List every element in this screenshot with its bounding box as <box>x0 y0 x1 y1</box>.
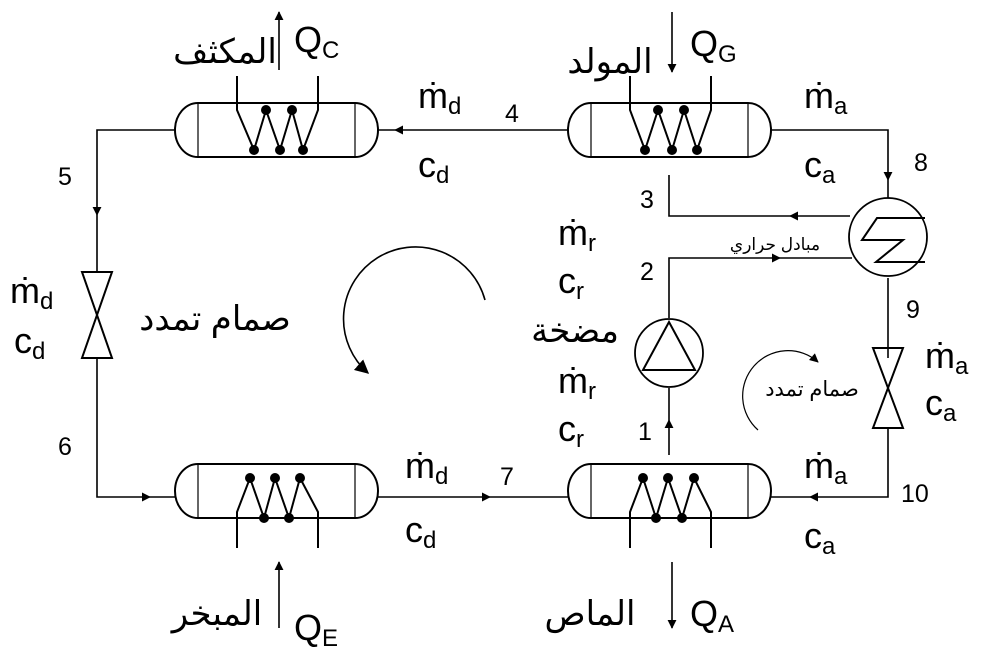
pipe-8 <box>769 129 893 181</box>
expansion-valve-right-symbol <box>871 347 905 429</box>
stream-c-d-bottom: cd <box>405 509 436 554</box>
label-expansion-valve-left: صمام تمدد <box>139 300 291 338</box>
cycle-direction-arrow-small <box>742 350 819 431</box>
stream-m-d-left: ṁd <box>10 270 53 315</box>
expansion-valve-left-symbol <box>80 271 114 359</box>
label-absorber: الماص <box>545 595 636 634</box>
stream-m-d-bottom: ṁd <box>405 445 448 490</box>
state-point-6: 6 <box>58 433 72 461</box>
state-point-7: 7 <box>500 463 514 491</box>
state-point-8: 8 <box>914 149 928 177</box>
stream-c-a-top: ca <box>804 144 836 189</box>
absorber-vessel <box>567 463 772 548</box>
stream-m-r-lower: ṁr <box>558 360 596 405</box>
evaporator-vessel <box>174 463 379 548</box>
state-point-4: 4 <box>505 100 519 128</box>
cycle-direction-arrow-large <box>342 246 486 374</box>
pipe-6 <box>96 358 151 502</box>
state-point-3: 3 <box>640 186 654 214</box>
pipe-10 <box>809 428 889 502</box>
heat-flow-evaporator: QE <box>294 607 338 648</box>
stream-c-a-bottom: ca <box>804 515 836 560</box>
heat-flow-condenser: QC <box>294 19 339 64</box>
stream-c-d-top: cd <box>418 144 449 189</box>
condenser-vessel <box>174 76 379 158</box>
label-pump: مضخة <box>531 312 619 350</box>
state-point-5: 5 <box>58 163 72 191</box>
stream-c-r-upper: cr <box>558 260 584 305</box>
heat-flow-absorber: QA <box>690 593 734 638</box>
label-heat-exchanger: مبادل حراري <box>730 235 820 255</box>
stream-m-a-top: ṁa <box>804 75 848 120</box>
stream-m-d-top: ṁd <box>418 75 461 120</box>
stream-m-a-right: ṁa <box>925 335 969 380</box>
pump-symbol <box>634 318 704 388</box>
piping <box>92 125 893 502</box>
state-point-1: 1 <box>638 418 652 446</box>
stream-m-a-bottom: ṁa <box>804 445 848 490</box>
pipe-2 <box>668 253 781 318</box>
label-condenser: المكثف <box>173 33 277 71</box>
generator-vessel <box>567 76 772 158</box>
stream-c-a-right: ca <box>925 382 957 427</box>
heat-exchanger-symbol <box>848 197 928 277</box>
state-point-10: 10 <box>901 480 929 508</box>
pipe-5 <box>92 129 175 216</box>
state-point-9: 9 <box>906 296 920 324</box>
label-generator: المولد <box>567 43 652 82</box>
stream-m-r-upper: ṁr <box>558 212 596 257</box>
label-expansion-valve-right: صمام تمدد <box>765 378 859 401</box>
stream-c-d-left: cd <box>14 320 45 365</box>
heat-flow-generator: QG <box>690 23 737 68</box>
label-evaporator: المبخر <box>170 595 262 634</box>
state-point-2: 2 <box>640 258 654 286</box>
stream-c-r-lower: cr <box>558 408 584 453</box>
